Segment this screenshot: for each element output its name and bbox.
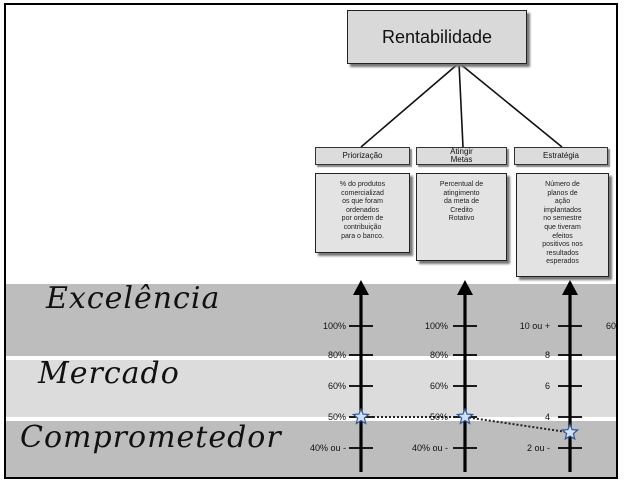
tick-label-clipped: 60 [606,321,617,331]
axis-arrowhead [353,280,369,295]
tick-label: 80% [429,350,448,360]
tick-label: 4 [544,412,550,422]
description-priorizacao: % do produtos comercializad os que foram… [315,173,410,253]
connector-line-estrategia [458,62,563,148]
tick-label: 50% [429,412,448,422]
band-excelencia [6,284,616,356]
tick-label: 60% [327,381,346,391]
star-marker [560,422,580,441]
tick-label: 100% [424,321,448,331]
band-label-mercado: Mercado [38,356,180,391]
root-node-rentabilidade: Rentabilidade [347,10,527,64]
tick-label: 2 ou - [526,443,550,453]
connector-line-metas [458,62,464,148]
star-marker [455,407,475,425]
tick-label: 50% [327,412,346,422]
markers-layer [351,407,580,441]
band-comprometedor [6,421,616,477]
description-metas: Percentual de atingimento da meta de Cre… [416,173,507,261]
axes-layer [349,280,582,472]
band-label-excelencia: Excelência [46,281,221,316]
band-mercado [6,360,616,417]
axis-arrowhead [562,280,578,295]
child-node-priorizacao: Priorização [315,147,410,165]
diagram-frame [4,3,618,479]
child-node-metas: Atingir Metas [416,147,507,165]
tick-label: 40% ou - [309,443,346,453]
tick-label: 40% ou - [411,443,448,453]
connector-line-priorizacao [360,62,460,148]
tick-label: 10 ou + [519,321,550,331]
tick-label: 8 [544,350,550,360]
star-marker [351,407,371,425]
tick-label: 60% [429,381,448,391]
tick-label: 100% [322,321,346,331]
child-node-estrategia: Estratégia [514,147,608,165]
tick-label: 80% [327,350,346,360]
tick-label: 6 [544,381,550,391]
description-estrategia: Número de planos de ação implantados no … [516,173,609,277]
axis-arrowhead [457,280,473,295]
band-label-comprometedor: Comprometedor [20,420,282,455]
